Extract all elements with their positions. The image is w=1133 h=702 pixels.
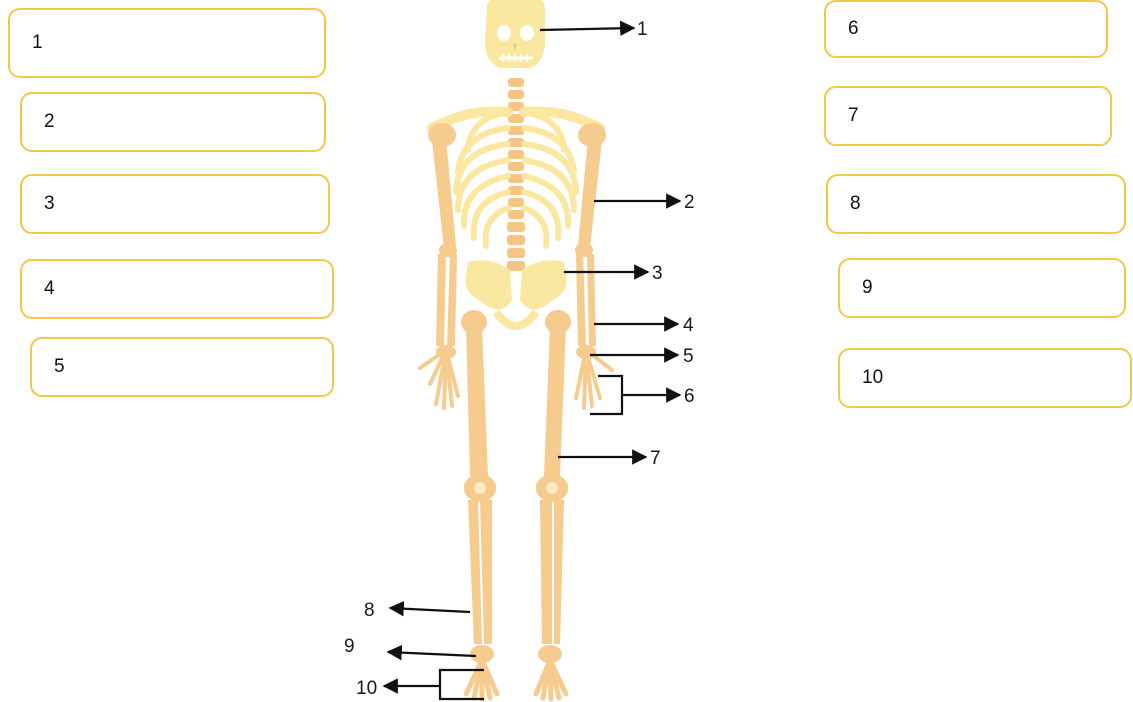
pointer-label-9: 9 xyxy=(344,636,355,657)
skull xyxy=(485,0,545,68)
pointer-label-2: 2 xyxy=(684,192,695,213)
pointer-label-7: 7 xyxy=(650,448,661,469)
pointer-label-3: 3 xyxy=(652,263,663,284)
arrow-9 xyxy=(388,652,476,656)
pointer-label-10: 10 xyxy=(356,678,377,699)
feet xyxy=(466,660,566,699)
legs xyxy=(461,310,571,663)
pointer-label-4: 4 xyxy=(683,315,694,336)
arrow-1 xyxy=(540,28,634,30)
pointer-label-8: 8 xyxy=(364,600,375,621)
pointer-label-6: 6 xyxy=(684,386,695,407)
pointer-label-1: 1 xyxy=(637,19,648,40)
skeleton-illustration xyxy=(420,0,612,699)
pointer-label-5: 5 xyxy=(683,346,694,367)
arrow-8 xyxy=(390,608,470,612)
